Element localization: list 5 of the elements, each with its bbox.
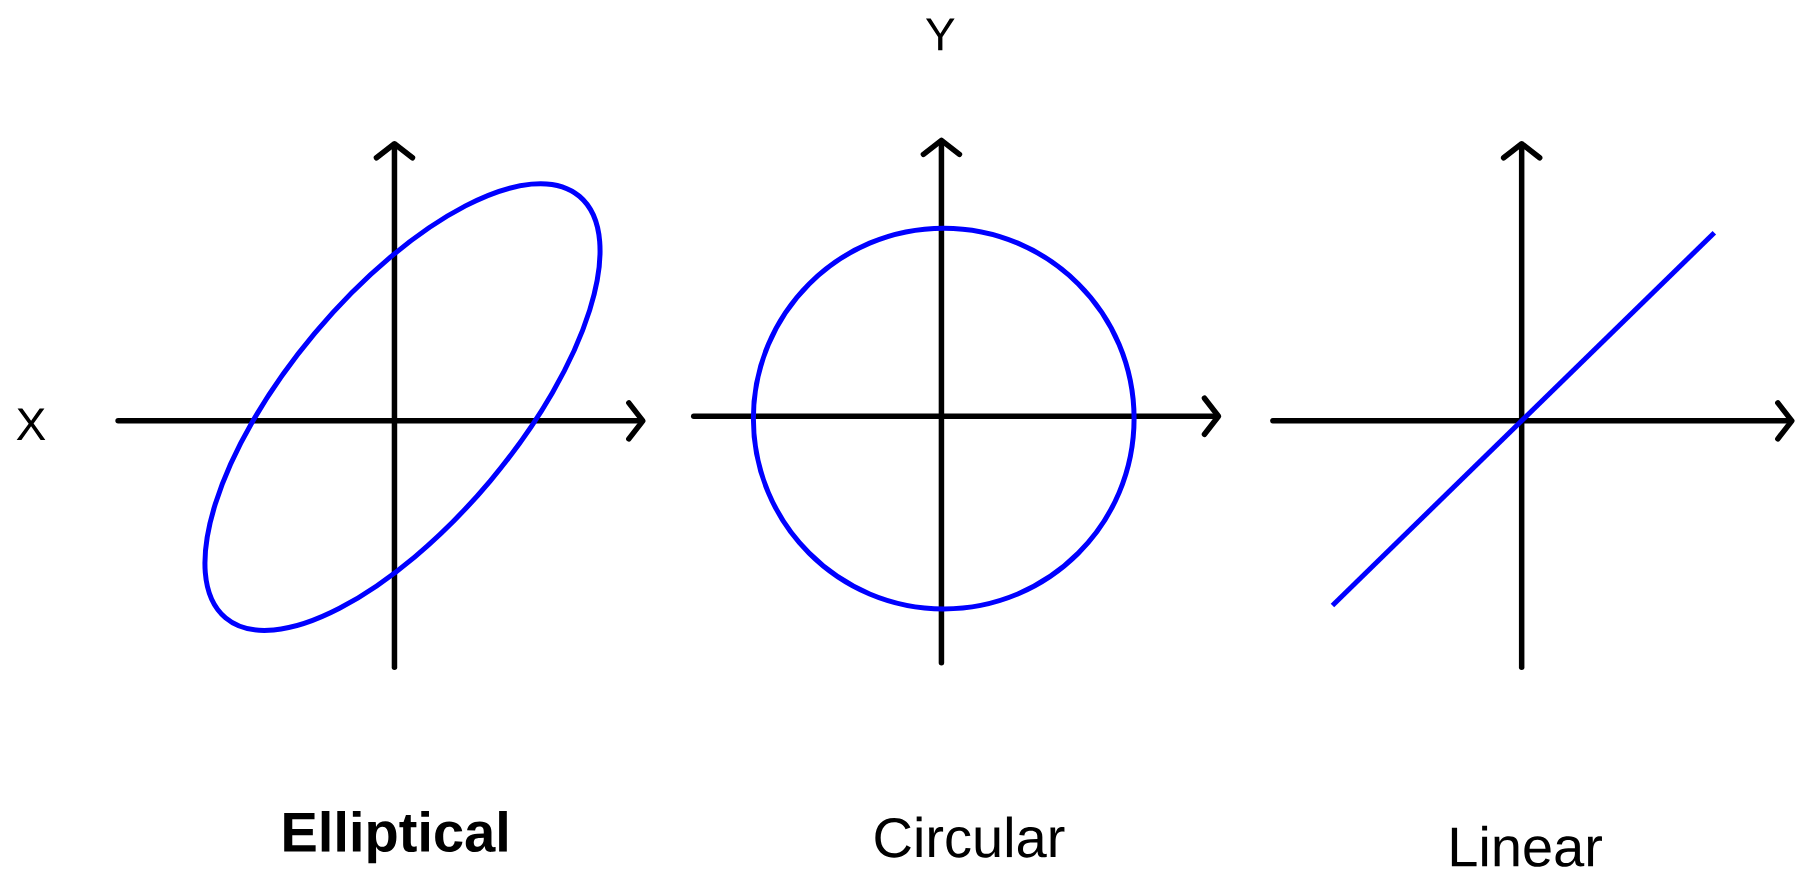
- axis-label: Y: [925, 18, 955, 51]
- panel-label: Circular: [875, 816, 1065, 858]
- panel-label: Elliptical: [284, 810, 507, 864]
- axis-label: X: [16, 408, 46, 440]
- panel-label: Linear: [1451, 825, 1602, 867]
